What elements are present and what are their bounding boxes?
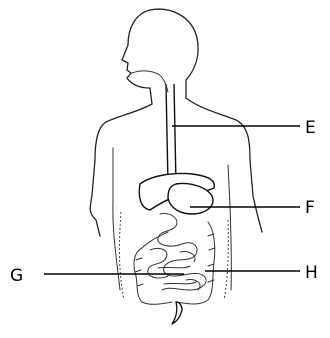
torso-dotted-right bbox=[224, 220, 228, 300]
left-arm-inner bbox=[113, 148, 120, 290]
label-g: G bbox=[10, 266, 23, 286]
esophagus bbox=[166, 84, 176, 184]
small-intestine-loops bbox=[148, 248, 200, 290]
label-e: E bbox=[305, 118, 316, 138]
label-f: F bbox=[305, 198, 315, 218]
large-intestine bbox=[134, 222, 215, 304]
colon-haustra bbox=[135, 234, 215, 286]
head-outline bbox=[122, 9, 198, 104]
label-h: H bbox=[305, 263, 318, 283]
rectum bbox=[172, 302, 182, 324]
